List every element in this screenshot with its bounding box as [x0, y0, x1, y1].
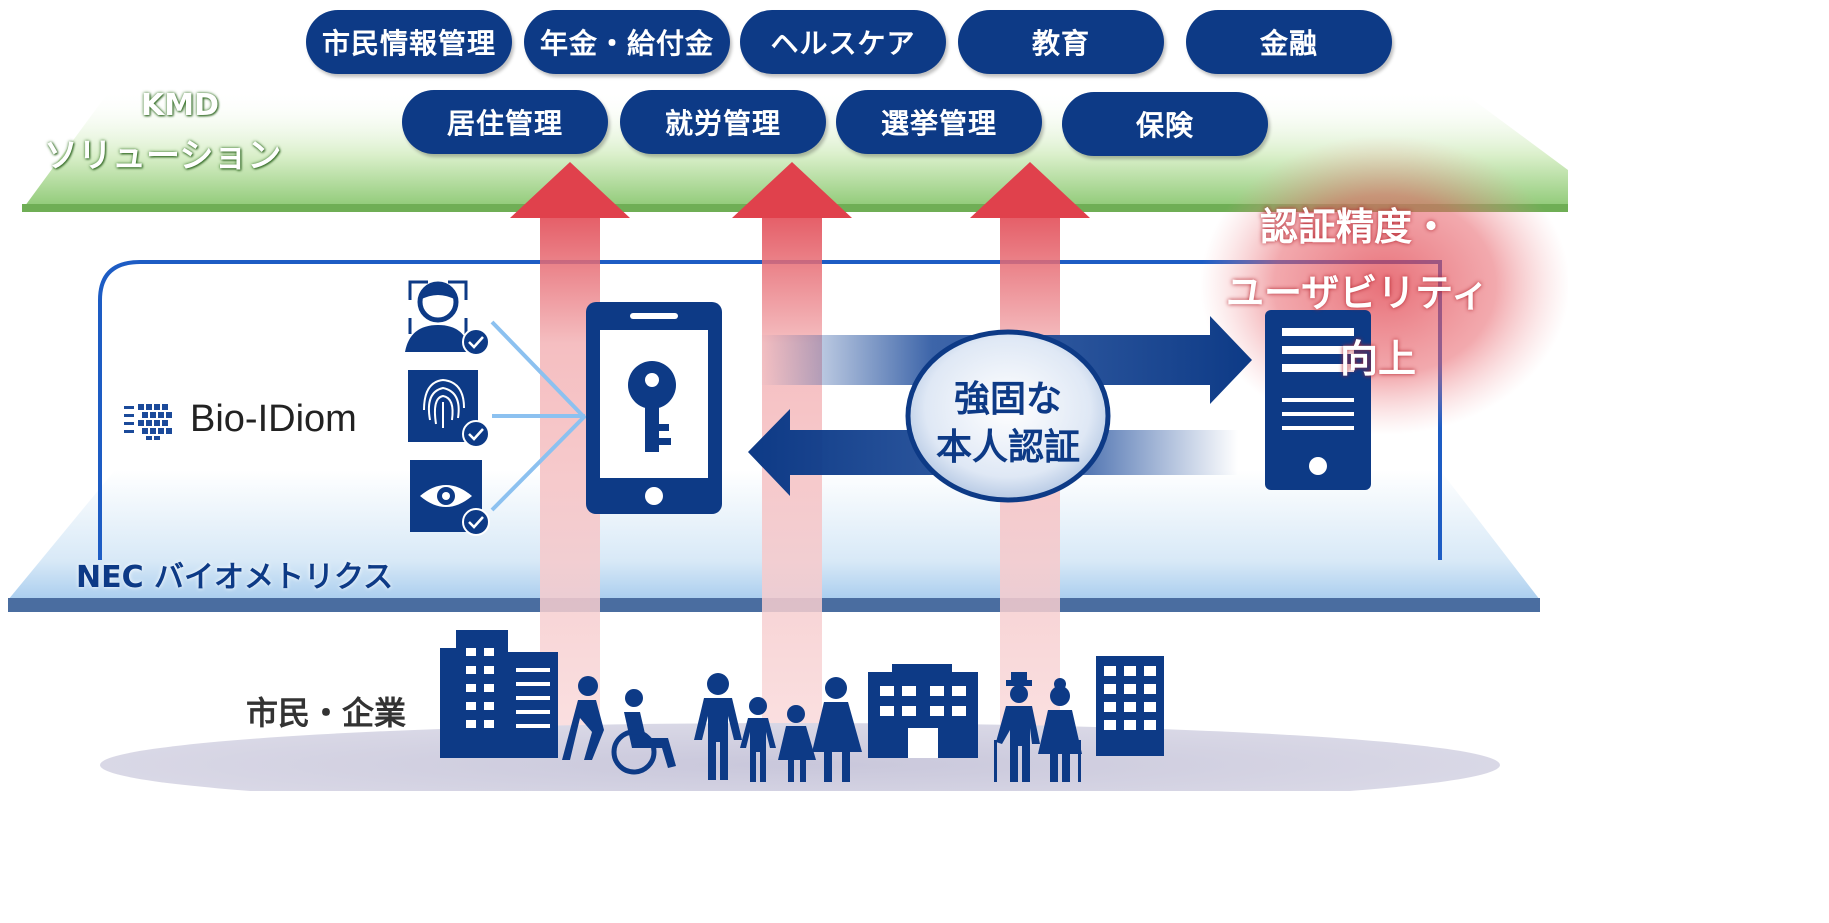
service-pension-benefits: 年金・給付金 — [524, 10, 730, 74]
wheelchair-icon — [562, 676, 676, 775]
improve-line2: ユーザビリティ — [1226, 271, 1489, 315]
service-education: 教育 — [958, 10, 1164, 74]
smartphone-key-icon — [586, 302, 722, 514]
bio-idiom-label: Bio-IDiom — [190, 398, 357, 440]
nec-label: NEC バイオメトリクス — [76, 560, 394, 595]
improve-line1: 認証精度・ — [1260, 205, 1451, 249]
building-icon — [440, 630, 558, 758]
service-election: 選挙管理 — [836, 90, 1042, 154]
kmd-label-line2: ソリューション — [44, 136, 282, 176]
improve-line3: 向上 — [1340, 337, 1417, 381]
service-citizen-info: 市民情報管理 — [306, 10, 512, 74]
office-building-icon — [868, 664, 978, 758]
service-residence: 居住管理 — [402, 90, 608, 154]
nec-frame — [98, 260, 1442, 560]
service-finance: 金融 — [1186, 10, 1392, 74]
citizens-label: 市民・企業 — [246, 694, 407, 732]
citizens-icons — [440, 630, 1164, 782]
kmd-label-line1: KMD — [140, 88, 219, 123]
center-label-line1: 強固な — [953, 379, 1062, 420]
bio-idiom-logo-mark — [124, 404, 172, 440]
center-label-line2: 本人認証 — [935, 427, 1080, 468]
elderly-icon — [994, 672, 1082, 782]
face-id-icon — [405, 280, 490, 356]
server-icon — [1265, 310, 1371, 490]
service-employment: 就労管理 — [620, 90, 826, 154]
service-healthcare: ヘルスケア — [740, 10, 946, 74]
biometric-connectors — [490, 320, 587, 512]
people-icon — [694, 673, 862, 782]
authentication-circle — [905, 329, 1111, 503]
apartment-icon — [1096, 656, 1164, 756]
eye-icon — [410, 460, 490, 536]
service-insurance: 保険 — [1062, 92, 1268, 156]
fingerprint-icon — [408, 370, 490, 448]
diagram-graphics — [8, 90, 1568, 791]
